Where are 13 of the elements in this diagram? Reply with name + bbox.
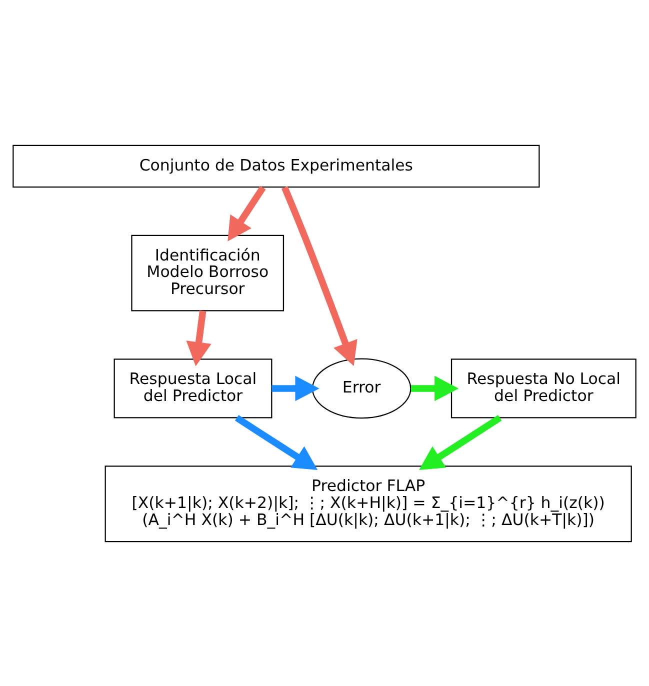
node-box: Predictor FLAP [X(k+1|k); X(k+2)|k]; ⋮; X(k+H|k)] = Σ_{i=1}^{r} h_i(z(k)) (A_i^H X(k) + B_i^H [ΔU(k|k); ΔU(k+1|k); ⋮; ΔU(k+T|k)]) xyxy=(104,465,632,542)
arrow xyxy=(411,375,459,401)
node-box: Respuesta No Local del Predictor xyxy=(450,358,636,418)
node-box: Respuesta Local del Predictor xyxy=(114,358,272,418)
node-ellipse: Error xyxy=(312,358,412,418)
arrow xyxy=(419,414,502,470)
node-box: Conjunto de Datos Experimentales xyxy=(12,144,540,188)
arrow xyxy=(281,185,358,366)
arrow xyxy=(234,414,318,470)
node-box: Identificación Modelo Borroso Precursor xyxy=(131,234,284,311)
arrow xyxy=(228,185,266,241)
arrow xyxy=(272,375,320,401)
arrow xyxy=(186,310,212,366)
